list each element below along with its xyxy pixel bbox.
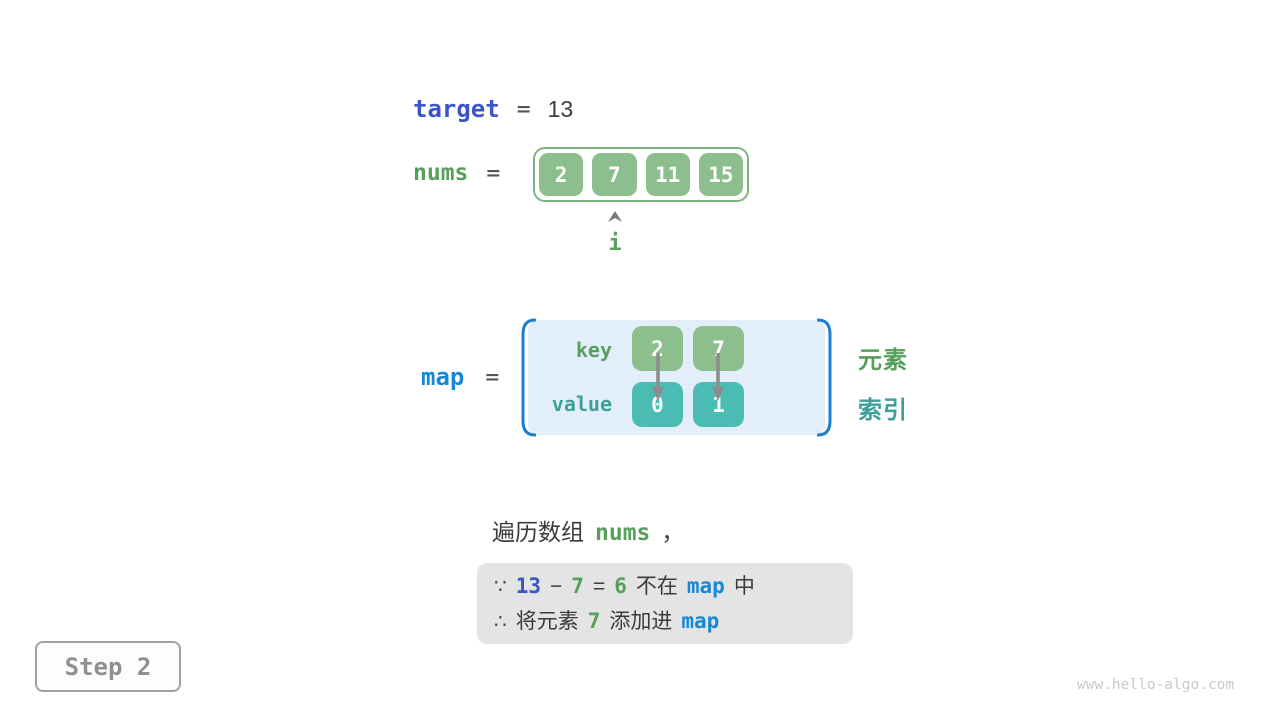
action-text: 添加进 xyxy=(609,610,673,633)
element-value: 7 xyxy=(587,609,601,633)
nums-equals-sign: = xyxy=(485,162,502,184)
index-pointer-arrow-icon xyxy=(608,211,622,222)
conclusion-line-2: ∴ 将元素 7 添加进 map xyxy=(494,605,853,640)
nums-expression-label: nums = xyxy=(413,160,501,186)
map-expression-label: map = xyxy=(421,363,500,391)
map-value-row-label: value xyxy=(551,392,612,416)
conclusion-box: ∵ 13 − 7 = 6 不在 map 中 ∴ 将元素 7 添加进 map xyxy=(477,563,853,644)
difference-value: 6 xyxy=(614,574,627,598)
index-pointer-label: i xyxy=(608,231,622,256)
map-key-row-label: key xyxy=(575,338,612,362)
caption-sentence: 遍历数组 nums ， xyxy=(492,513,684,547)
step-button[interactable]: Step 2 xyxy=(35,641,181,692)
action-prefix-text: 将元素 xyxy=(515,610,579,633)
left-bracket-icon xyxy=(521,318,536,437)
map-ref: map xyxy=(686,574,725,598)
target-value: 13 xyxy=(547,95,574,122)
key-to-value-arrow-icon xyxy=(652,353,664,401)
because-symbol: ∵ xyxy=(494,576,507,598)
nums-array: 2 7 11 15 xyxy=(533,147,749,202)
not-in-text: 不在 xyxy=(635,575,678,598)
conclusion-line-1: ∵ 13 − 7 = 6 不在 map 中 xyxy=(494,570,853,605)
target-equals-sign: = xyxy=(515,98,532,120)
therefore-symbol: ∴ xyxy=(494,611,507,633)
caption-nums-ref: nums xyxy=(595,520,651,546)
array-cell: 7 xyxy=(592,153,637,196)
array-cell: 2 xyxy=(539,153,584,196)
target-variable: target xyxy=(413,95,500,123)
watermark: www.hello-algo.com xyxy=(1077,677,1235,693)
caption-prefix: 遍历数组 xyxy=(492,519,584,545)
legend-index-label: 索引 xyxy=(858,397,908,424)
in-suffix-text: 中 xyxy=(733,575,755,598)
legend-element-label: 元素 xyxy=(858,347,908,374)
minus-sign: − xyxy=(550,575,563,598)
caption-comma: ， xyxy=(661,519,685,545)
minuend-value: 13 xyxy=(515,574,542,598)
right-bracket-icon xyxy=(817,318,832,437)
equals-sign: = xyxy=(592,575,606,598)
map-equals-sign: = xyxy=(484,366,501,388)
map-ref: map xyxy=(681,609,720,633)
nums-variable: nums xyxy=(413,160,469,186)
subtrahend-value: 7 xyxy=(571,574,584,598)
map-variable: map xyxy=(421,363,465,391)
key-to-value-arrow-icon xyxy=(712,353,724,401)
array-cell: 11 xyxy=(645,153,690,196)
array-cell: 15 xyxy=(698,153,743,196)
map-container: key value 2 7 0 1 xyxy=(520,318,833,437)
target-expression: target = 13 xyxy=(413,95,573,123)
